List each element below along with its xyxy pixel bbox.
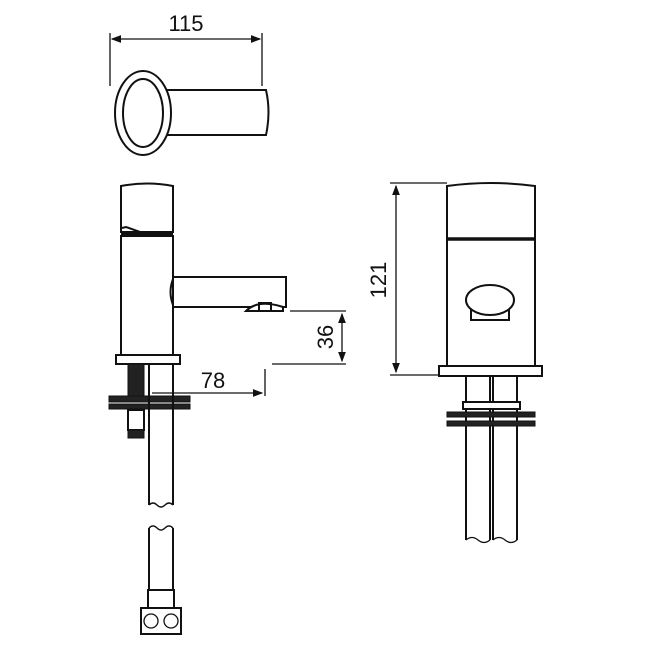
reach-dimension-label: 78: [201, 368, 225, 393]
handle-outer-ring: [114, 70, 172, 156]
side-view: 36 78: [108, 182, 346, 635]
handle-block: [120, 182, 174, 233]
supply-hose: [148, 364, 174, 505]
aerator: [243, 302, 284, 312]
front-body: [446, 182, 536, 366]
front-supply-tubes: [465, 376, 518, 540]
mounting-nut: [127, 409, 145, 431]
front-base-plate: [438, 365, 543, 377]
hose-connector: [140, 607, 182, 635]
spout: [173, 276, 287, 308]
front-view: 121: [366, 182, 543, 544]
base-plate: [115, 354, 181, 365]
top-view: 115: [109, 11, 270, 156]
width-dimension-label: 115: [168, 11, 203, 36]
handle-inner-ring: [122, 78, 164, 148]
clearance-dimension-label: 36: [313, 325, 338, 349]
sensor-window: [465, 284, 515, 316]
height-dimension-label: 121: [366, 262, 391, 299]
faucet-body: [120, 235, 174, 356]
spout-top: [143, 89, 270, 136]
threaded-rod: [127, 363, 145, 399]
